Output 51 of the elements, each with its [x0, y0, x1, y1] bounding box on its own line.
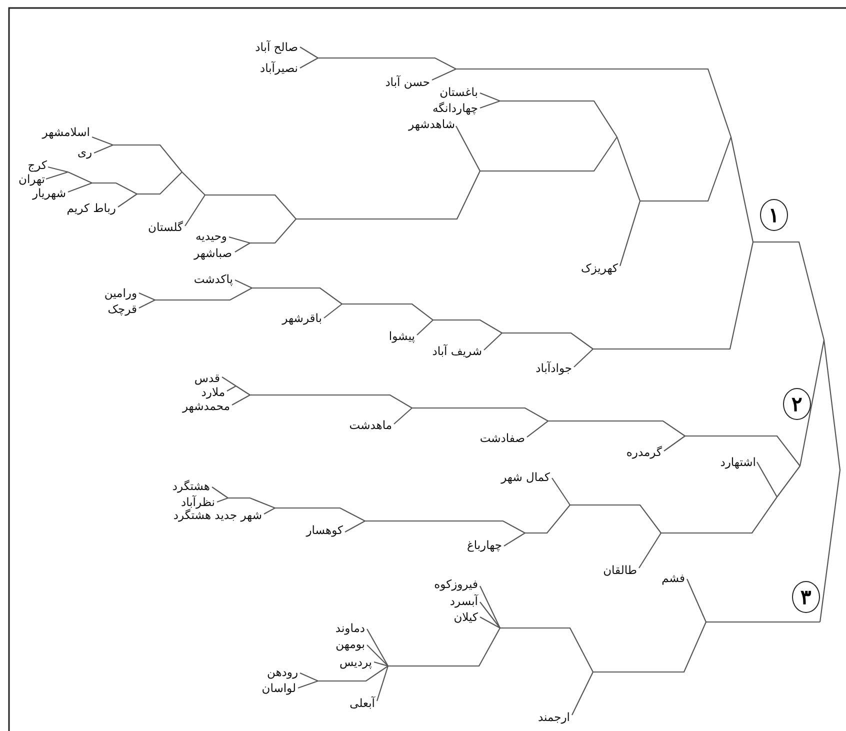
city-label: پردیس	[339, 655, 372, 669]
city-label: رودهن	[266, 665, 298, 679]
city-label: قدس	[194, 371, 220, 385]
city-label: شاهدشهر	[408, 117, 455, 131]
city-label: پیشوا	[388, 329, 415, 343]
city-label: اشتهارد	[720, 455, 756, 469]
city-label: کهریزک	[581, 261, 618, 275]
city-label: کیلان	[454, 610, 478, 624]
city-label: گلستان	[148, 220, 183, 234]
city-label: صفادشت	[480, 431, 525, 445]
city-label: هشتگرد	[172, 479, 210, 493]
city-label: قرچک	[108, 302, 137, 316]
city-label: کمال شهر	[501, 470, 550, 484]
city-label: شریف آباد	[432, 344, 482, 358]
city-label: دماوند	[335, 621, 365, 635]
city-label: حسن آباد	[385, 75, 430, 89]
city-label: ماهدشت	[349, 418, 392, 432]
city-label: آبسرد	[450, 594, 478, 608]
city-label: چهارباغ	[466, 538, 502, 552]
cluster-number-circle: ۳	[792, 581, 820, 613]
city-label: باقرشهر	[282, 311, 322, 325]
city-label: ری	[77, 145, 92, 159]
cluster-number-circle: ۲	[783, 388, 811, 420]
city-label: باغستان	[440, 85, 478, 99]
city-label: نظرآباد	[180, 495, 215, 509]
city-label: شهر جدید هشتگرد	[173, 508, 262, 522]
city-label: جوادآباد	[536, 361, 572, 375]
city-label: ملارد	[201, 385, 225, 399]
city-label: اسلامشهر	[42, 125, 90, 139]
city-label: فشم	[662, 571, 685, 585]
city-label: صباشهر	[194, 246, 232, 260]
cluster-number-circle: ۱	[760, 199, 788, 231]
city-label: کرج	[28, 158, 47, 172]
city-label: محمدشهر	[182, 399, 230, 413]
city-label: چهاردانگه	[432, 101, 478, 115]
city-label: لواسان	[262, 681, 296, 695]
city-label: صالح آباد	[255, 40, 298, 54]
city-label: کوهسار	[306, 523, 343, 537]
city-label: ورامین	[104, 286, 137, 300]
city-label: ارجمند	[538, 710, 570, 724]
city-label: آبعلی	[350, 696, 375, 710]
city-label: رباط کریم	[66, 201, 116, 215]
city-label: نصیرآباد	[260, 61, 298, 75]
city-label: فیروزکوه	[434, 577, 478, 591]
city-label: گرمدره	[626, 445, 662, 459]
city-label: پاکدشت	[194, 272, 233, 286]
city-label: تهران	[18, 172, 45, 186]
city-label: بومهن	[336, 637, 365, 651]
city-label: وحیدیه	[195, 229, 227, 243]
city-label: شهریار	[32, 186, 66, 200]
city-label: طالقان	[603, 563, 637, 577]
